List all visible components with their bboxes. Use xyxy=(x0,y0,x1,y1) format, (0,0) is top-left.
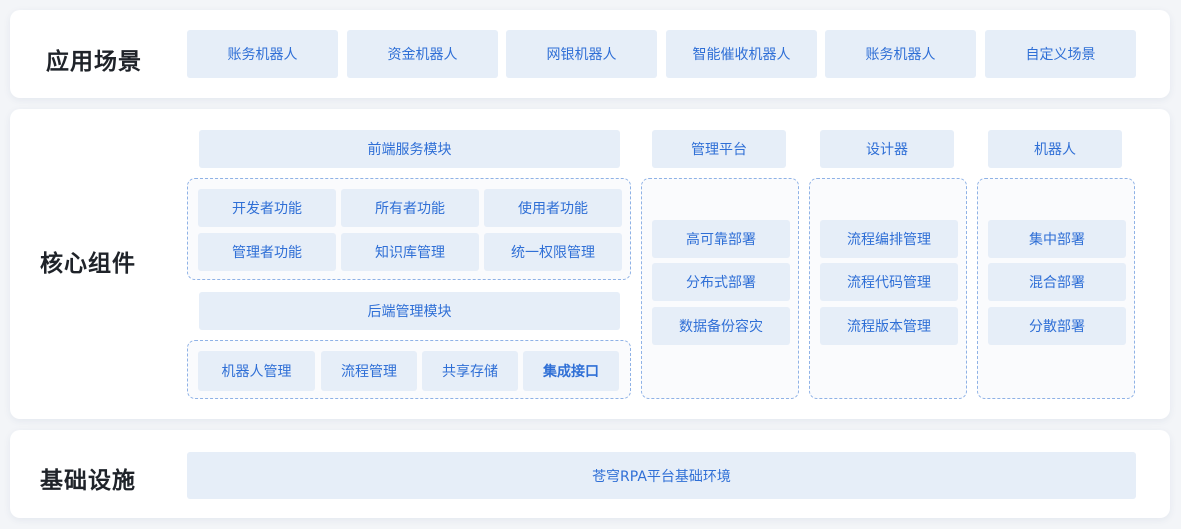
designer-item: 流程编排管理 xyxy=(820,220,958,258)
robot-item: 集中部署 xyxy=(988,220,1126,258)
backend-item: 机器人管理 xyxy=(198,351,315,391)
mgmt-header: 管理平台 xyxy=(652,130,786,168)
backend-header: 后端管理模块 xyxy=(199,292,620,330)
backend-item: 集成接口 xyxy=(523,351,619,391)
designer-header: 设计器 xyxy=(820,130,954,168)
mgmt-item: 数据备份容灾 xyxy=(652,307,790,345)
robot-header: 机器人 xyxy=(988,130,1122,168)
scene-item: 资金机器人 xyxy=(347,30,498,78)
mgmt-item: 高可靠部署 xyxy=(652,220,790,258)
backend-item: 流程管理 xyxy=(321,351,417,391)
frontend-item: 统一权限管理 xyxy=(484,233,622,271)
scene-item: 自定义场景 xyxy=(985,30,1136,78)
scene-item: 账务机器人 xyxy=(187,30,338,78)
scene-item: 网银机器人 xyxy=(506,30,657,78)
backend-item: 共享存储 xyxy=(422,351,518,391)
frontend-item: 知识库管理 xyxy=(341,233,479,271)
frontend-item: 开发者功能 xyxy=(198,189,336,227)
robot-item: 混合部署 xyxy=(988,263,1126,301)
frontend-header: 前端服务模块 xyxy=(199,130,620,168)
core-title: 核心组件 xyxy=(40,251,136,277)
frontend-item: 管理者功能 xyxy=(198,233,336,271)
designer-item: 流程版本管理 xyxy=(820,307,958,345)
scene-item: 账务机器人 xyxy=(825,30,976,78)
mgmt-item: 分布式部署 xyxy=(652,263,790,301)
frontend-item: 所有者功能 xyxy=(341,189,479,227)
infra-item: 苍穹RPA平台基础环境 xyxy=(187,452,1136,499)
designer-item: 流程代码管理 xyxy=(820,263,958,301)
scenes-title: 应用场景 xyxy=(46,49,142,75)
robot-item: 分散部署 xyxy=(988,307,1126,345)
infra-title: 基础设施 xyxy=(40,468,136,494)
frontend-item: 使用者功能 xyxy=(484,189,622,227)
scene-item: 智能催收机器人 xyxy=(666,30,817,78)
